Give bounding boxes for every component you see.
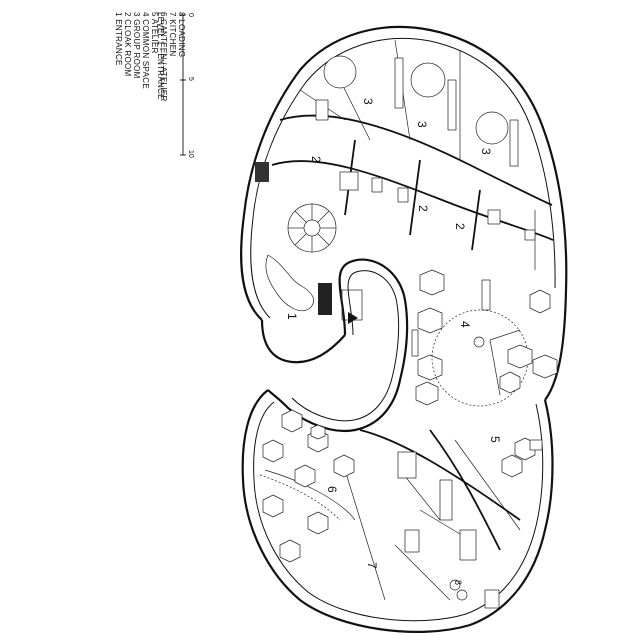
legend-item-loading: 8 LOADING: [177, 12, 186, 57]
room-label-3a: 3: [361, 98, 375, 105]
room-label-6: 6: [325, 486, 339, 493]
plan-title: LEVEL 1 - ENTRANCE: [156, 12, 165, 100]
scale-label-0: 0: [187, 13, 194, 17]
spiral-stair: [287, 203, 337, 253]
legend-item-group-room: 3 GROUP ROOM: [132, 12, 141, 79]
legend-item-common-space: 4 COMMON SPACE: [141, 12, 150, 89]
canteen-tables: [259, 409, 355, 563]
legend-item-entrance: 1 ENTRANCE: [114, 12, 123, 66]
cloak-room-fixtures: [315, 99, 536, 241]
group-room-tables: [323, 55, 519, 167]
entrance-arrow-icon: [348, 312, 358, 324]
room-label-7: 7: [365, 562, 379, 569]
legend-item-cloak-room: 2 CLOAK ROOM: [123, 12, 132, 77]
scale-label-10: 10: [187, 150, 194, 158]
entrance-mat: [318, 283, 332, 315]
room-label-5: 5: [488, 436, 502, 443]
legend: 1 ENTRANCE 2 CLOAK ROOM 3 GROUP ROOM 4 C…: [114, 12, 186, 102]
entrance-bench: [265, 254, 314, 312]
atelier-tables: [501, 437, 543, 478]
room-label-4: 4: [458, 321, 472, 328]
room-label-3c: 3: [479, 148, 493, 155]
building-outline: [240, 25, 568, 633]
kitchen-fixtures: [397, 451, 500, 609]
scale-bar: 0 5 10: [180, 13, 194, 158]
scale-label-5: 5: [187, 77, 194, 81]
room-label-2b: 2: [416, 205, 430, 212]
legend-item-atelier: 5 ATELIER: [150, 12, 159, 54]
side-entrance-mat: [255, 162, 269, 182]
legend-item-canteen-atelier: 6 CANTEEN / ATELIER: [159, 12, 168, 102]
room-label-2a: 2: [309, 156, 323, 163]
room-label-3b: 3: [415, 121, 429, 128]
room-label-8: 8: [453, 580, 463, 585]
common-space-tables: [411, 269, 558, 407]
room-label-1: 1: [285, 313, 299, 320]
room-label-2c: 2: [453, 223, 467, 230]
legend-item-kitchen: 7 KITCHEN: [168, 12, 177, 57]
room-labels: 1 2 2 2 3 3 3 4 5 6 7 8: [285, 98, 502, 585]
